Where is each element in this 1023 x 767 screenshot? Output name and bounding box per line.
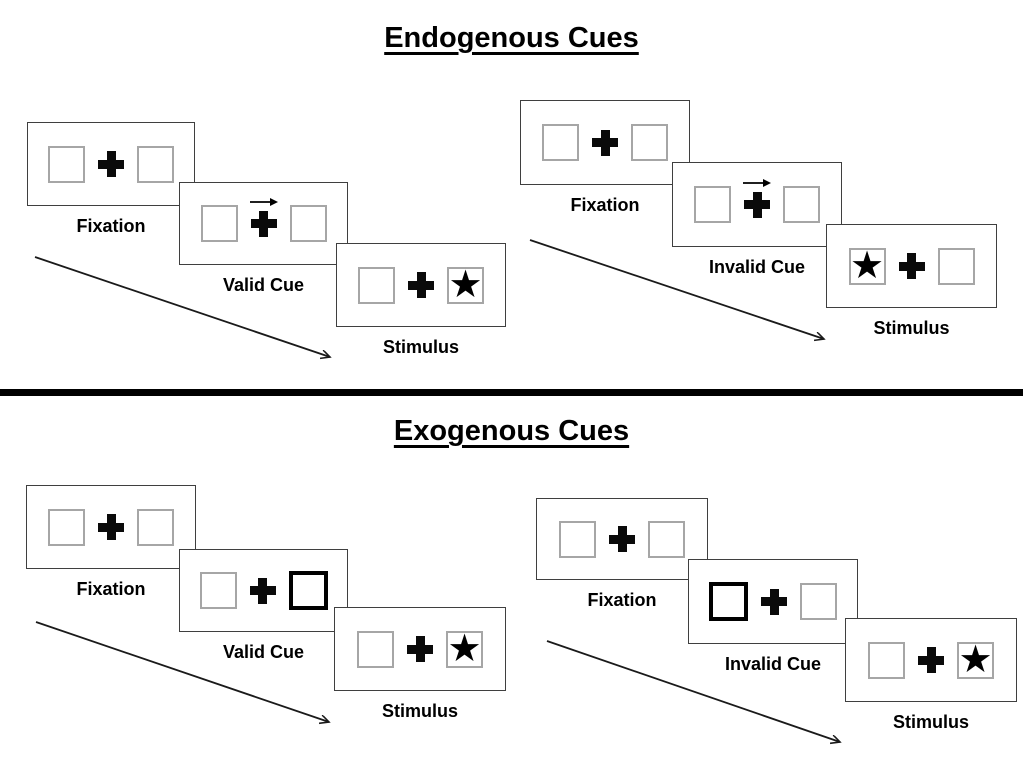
target-star-icon: ★ bbox=[958, 636, 993, 681]
screen-frame bbox=[179, 182, 348, 265]
panel-endogenous-invalid-fixation: Fixation bbox=[520, 100, 690, 215]
section-title-text: Exogenous Cues bbox=[393, 415, 630, 447]
left-placeholder-box bbox=[48, 145, 85, 183]
cue-direction-arrow-icon bbox=[249, 197, 278, 206]
timeline-arrow bbox=[35, 621, 329, 722]
fixation-cross-icon bbox=[592, 129, 618, 156]
screen-frame bbox=[520, 100, 690, 185]
right-target-box: ★ bbox=[447, 261, 484, 306]
panel-label: Stimulus bbox=[381, 701, 458, 721]
section-divider bbox=[0, 389, 1023, 396]
fixation-cross-icon bbox=[918, 647, 944, 673]
panel-endogenous-valid-cue: Valid Cue bbox=[179, 182, 348, 295]
left-placeholder-box bbox=[357, 630, 394, 668]
timeline-arrow bbox=[34, 256, 330, 357]
panel-exogenous-invalid-stimulus: ★ Stimulus bbox=[845, 618, 1017, 732]
section-title-text: Endogenous Cues bbox=[384, 22, 639, 54]
left-placeholder-box bbox=[868, 641, 905, 679]
right-placeholder-box bbox=[631, 124, 668, 161]
panel-label: Fixation bbox=[76, 216, 146, 236]
panel-label: Fixation bbox=[587, 590, 657, 610]
left-placeholder-box bbox=[200, 205, 238, 242]
right-target-box: ★ bbox=[446, 625, 483, 670]
fixation-cross-icon bbox=[898, 253, 925, 279]
left-placeholder-box bbox=[358, 266, 395, 304]
screen-frame bbox=[536, 498, 708, 580]
panel-label: Fixation bbox=[570, 195, 640, 215]
panel-label: Stimulus bbox=[892, 712, 969, 732]
right-placeholder-box bbox=[937, 247, 975, 285]
right-placeholder-box bbox=[800, 583, 837, 620]
right-placeholder-box bbox=[137, 145, 174, 183]
target-star-icon: ★ bbox=[849, 242, 885, 287]
screen-frame: ★ bbox=[336, 243, 506, 327]
panel-exogenous-valid-stimulus: ★ Stimulus bbox=[334, 607, 506, 721]
left-brightened-cue-box bbox=[709, 582, 748, 621]
target-star-icon: ★ bbox=[447, 625, 482, 670]
fixation-cross-icon bbox=[407, 636, 433, 662]
left-target-box: ★ bbox=[848, 242, 886, 287]
right-target-box: ★ bbox=[957, 636, 994, 681]
left-placeholder-box bbox=[559, 520, 596, 558]
panel-endogenous-valid-stimulus: ★ Stimulus bbox=[336, 243, 506, 357]
panel-exogenous-invalid-fixation: Fixation bbox=[536, 498, 708, 610]
screen-frame: ★ bbox=[826, 224, 997, 308]
screen-frame bbox=[672, 162, 842, 247]
timeline-arrow bbox=[529, 239, 824, 339]
left-placeholder-box bbox=[199, 572, 237, 609]
right-placeholder-box bbox=[137, 508, 174, 546]
panel-endogenous-invalid-stimulus: ★ Stimulus bbox=[826, 224, 997, 338]
left-placeholder-box bbox=[48, 508, 85, 546]
section-title-exogenous: Exogenous Cues bbox=[0, 415, 1023, 448]
screen-frame bbox=[27, 122, 195, 206]
screen-frame: ★ bbox=[334, 607, 506, 691]
right-brightened-cue-box bbox=[288, 571, 328, 610]
screen-frame: ★ bbox=[845, 618, 1017, 702]
panel-label: Stimulus bbox=[873, 318, 950, 338]
left-placeholder-box bbox=[694, 186, 731, 223]
right-placeholder-box bbox=[783, 186, 820, 223]
fixation-cross-icon bbox=[249, 577, 276, 604]
target-star-icon: ★ bbox=[448, 261, 483, 306]
fixation-cross-icon bbox=[249, 197, 278, 237]
fixation-cross-icon bbox=[98, 514, 124, 540]
right-placeholder-box bbox=[289, 205, 327, 242]
left-placeholder-box bbox=[542, 124, 579, 161]
cue-direction-arrow-icon bbox=[743, 178, 771, 187]
panel-exogenous-valid-fixation: Fixation bbox=[26, 485, 196, 599]
section-title-endogenous: Endogenous Cues bbox=[0, 22, 1023, 55]
fixation-cross-icon bbox=[408, 272, 434, 298]
panel-label: Fixation bbox=[76, 579, 146, 599]
panel-endogenous-valid-fixation: Fixation bbox=[27, 122, 195, 236]
fixation-cross-icon bbox=[609, 526, 635, 552]
fixation-cross-icon bbox=[743, 178, 771, 218]
screen-frame bbox=[26, 485, 196, 569]
fixation-cross-icon bbox=[761, 588, 787, 615]
fixation-cross-icon bbox=[98, 151, 124, 177]
screen-frame bbox=[179, 549, 348, 632]
right-placeholder-box bbox=[648, 520, 685, 558]
panel-label: Stimulus bbox=[382, 337, 459, 357]
panel-exogenous-valid-cue: Valid Cue bbox=[179, 549, 348, 662]
panel-exogenous-invalid-cue: Invalid Cue bbox=[688, 559, 858, 674]
panel-endogenous-invalid-cue: Invalid Cue bbox=[672, 162, 842, 277]
screen-frame bbox=[688, 559, 858, 644]
